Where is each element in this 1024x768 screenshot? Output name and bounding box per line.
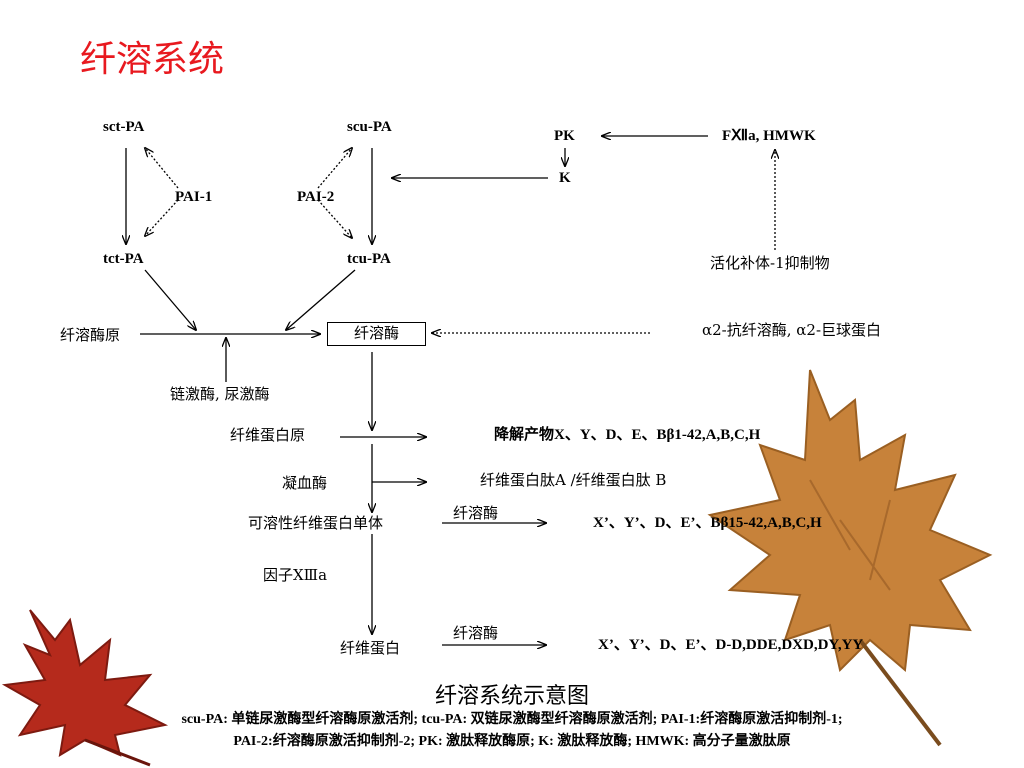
node-pai2: PAI-2 bbox=[297, 189, 335, 205]
node-plasminogen: 纤溶酶原 bbox=[60, 326, 121, 344]
node-tct-pa: tct-PA bbox=[103, 251, 144, 267]
arrow-tcu-to-center bbox=[286, 269, 356, 330]
node-pk: PK bbox=[554, 128, 575, 144]
node-tcu-pa: tcu-PA bbox=[347, 251, 391, 267]
label-plasmin-a: 纤溶酶 bbox=[453, 504, 499, 522]
node-fibrinopeptides: 纤维蛋白肽A /纤维蛋白肽 B bbox=[480, 471, 667, 489]
arrow-pai1-up bbox=[145, 148, 179, 189]
node-complement-inhibitor: 活化补体-1抑制物 bbox=[710, 254, 830, 272]
node-sct-pa: sct-PA bbox=[103, 119, 145, 135]
node-soluble-fibrin-monomer: 可溶性纤维蛋白单体 bbox=[248, 514, 384, 532]
node-degradation-products-1: 降解产物X、Y、D、E、Bβ1-42,A,B,C,H bbox=[494, 427, 761, 443]
node-degradation-products-2: X’、Y’、D、E’、Bβ15-42,A,B,C,H bbox=[593, 515, 822, 531]
arrow-pai1-down bbox=[145, 199, 179, 236]
node-degradation-products-3: X’、Y’、D、E’、D-D,DDE,DXD,DY,YY bbox=[598, 637, 864, 653]
arrow-pai2-up bbox=[317, 148, 352, 189]
node-scu-pa: scu-PA bbox=[347, 119, 392, 135]
node-thrombin: 凝血酶 bbox=[282, 474, 328, 492]
node-plasmin: 纤溶酶 bbox=[327, 322, 426, 346]
maple-leaf-brown-image bbox=[707, 369, 993, 747]
node-fibrinogen: 纤维蛋白原 bbox=[230, 426, 306, 444]
node-pai1: PAI-1 bbox=[175, 189, 213, 205]
node-factor-xiiia: 因子ⅩⅢa bbox=[263, 566, 328, 584]
diagram-caption: 纤溶系统示意图 bbox=[434, 684, 589, 709]
node-antiplasmin: α2-抗纤溶酶, α2-巨球蛋白 bbox=[702, 321, 882, 339]
legend-line-1: scu-PA: 单链尿激酶型纤溶酶原激活剂; tcu-PA: 双链尿激酶型纤溶酶… bbox=[181, 712, 843, 727]
node-k: K bbox=[559, 170, 571, 186]
arrow-pai2-down bbox=[317, 199, 352, 238]
slide-title: 纤溶系统 bbox=[80, 39, 225, 80]
node-fibrin: 纤维蛋白 bbox=[340, 639, 401, 657]
maple-leaf-red-image bbox=[1, 609, 169, 767]
arrow-tct-to-center bbox=[144, 269, 196, 330]
node-fxiia-hmwk: FⅫa, HMWK bbox=[722, 128, 816, 144]
legend-line-2: PAI-2:纤溶酶原激活抑制剂-2; PK: 激肽释放酶原; K: 激肽释放酶;… bbox=[233, 734, 791, 749]
label-plasmin-b: 纤溶酶 bbox=[453, 624, 499, 642]
node-activators: 链激酶, 尿激酶 bbox=[170, 385, 270, 403]
